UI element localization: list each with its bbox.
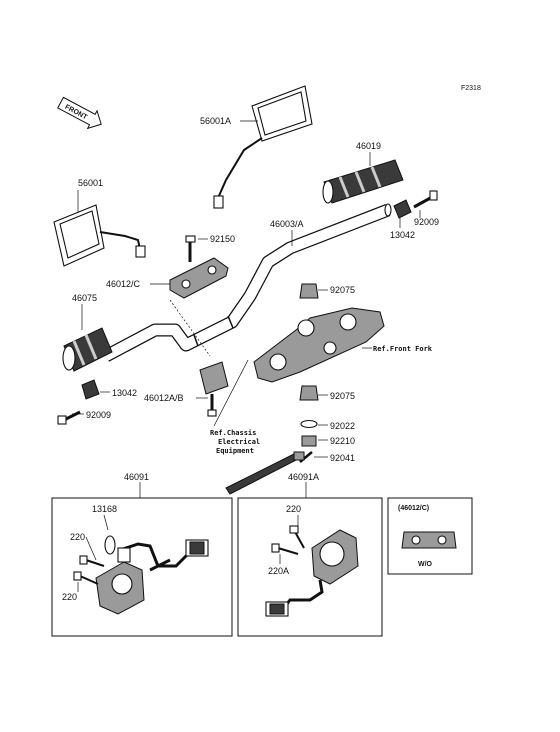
mirror-right [213,85,313,209]
ref-chassis-line3: Equipment [216,447,254,455]
label-bolt-top: 92150 [210,234,235,244]
label-mirror-right: 56001A [200,116,231,126]
collar-92210 [301,435,317,447]
label-holder-lower: 46012A/B [144,393,184,403]
label-switch-left-box: 46091 [124,472,149,482]
label-holder-upper: 46012/C [106,279,141,289]
end-weight-right [393,199,412,219]
label-bolt-right: 92009 [414,217,439,227]
damper-lower [299,385,319,401]
lead-13168 [103,514,109,531]
ref-chassis-line1: Ref.Chassis [210,429,256,437]
label-damper-upper: 92075 [330,285,355,295]
end-weight-bolt-left [57,410,81,425]
label-horn-switch: 13168 [92,504,117,514]
label-weight-left: 13042 [112,388,137,398]
horn-switch-13168 [104,535,116,555]
ref-chassis-line2: Electrical [218,438,260,446]
assembly-line-2 [213,359,249,427]
label-grip-left: 46075 [72,293,97,303]
lead-220-left-top [85,536,97,561]
switch-right-frame [237,497,383,637]
ref-front-fork: Ref.Front Fork [373,345,433,353]
switch-left-frame [51,497,233,637]
screw-left-bottom [73,571,99,585]
inset-holder [401,531,457,549]
end-weight-left [81,379,100,400]
holder-lower [199,361,229,417]
screw-right-top [289,525,305,549]
label-switch-right-box: 46091A [288,472,319,482]
label-screw-right-bottom: 220A [268,566,289,576]
grip-left [62,327,113,372]
label-handlebar: 46003/A [270,219,304,229]
handlebar [102,203,392,362]
bolt-92150 [185,235,196,262]
front-arrow-marker: FRONT [57,96,102,130]
assembly-line-1 [169,299,211,357]
label-screw-left-bottom: 220 [62,592,77,602]
label-screw-left-top: 220 [70,532,85,542]
inset-note: W/O [418,561,433,568]
figure-code: F2318 [461,85,481,92]
cable-tie [225,451,305,495]
screw-right-bottom [271,543,299,555]
inset-frame [387,497,473,575]
inset-part-label: (46012/C) [398,505,429,512]
switch-left-housing [95,539,209,615]
end-weight-bolt-right [413,190,438,209]
steering-stem-clamp [253,307,385,383]
label-weight-right: 13042 [390,230,415,240]
label-grip-right: 46019 [356,141,381,151]
switch-right-housing [265,529,359,617]
label-nut: 92041 [330,453,355,463]
label-washer: 92022 [330,421,355,431]
label-collar: 92210 [330,436,355,446]
label-damper-lower: 92075 [330,391,355,401]
washer-92022 [300,419,318,429]
mirror-left [53,204,146,267]
screw-left-top [79,555,105,567]
label-mirror-left: 56001 [78,178,103,188]
label-bolt-left: 92009 [86,410,111,420]
grip-right [322,159,404,204]
label-screw-right-top: 220 [286,504,301,514]
damper-upper [299,283,319,299]
holder-upper [169,257,229,299]
